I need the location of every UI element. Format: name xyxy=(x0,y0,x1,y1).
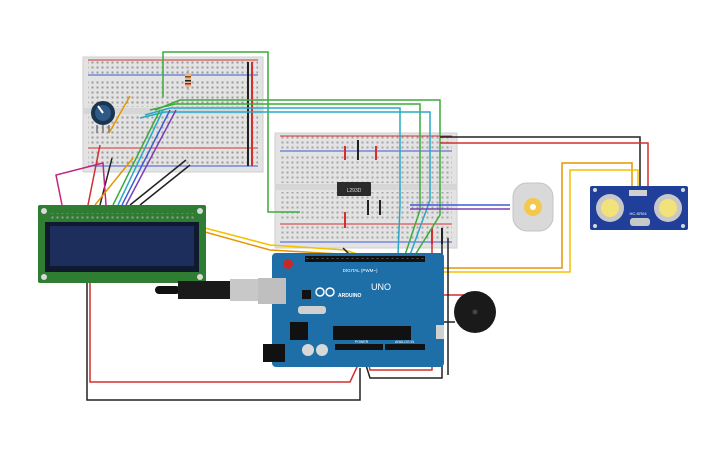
driver-ic-label: L293D xyxy=(347,188,362,194)
potentiometer[interactable] xyxy=(91,101,115,133)
driver-ic[interactable]: L293D xyxy=(337,182,371,196)
sensor-label: HC-SR04 xyxy=(629,211,647,216)
ultrasonic-sensor[interactable]: HC-SR04 xyxy=(590,186,688,230)
lcd-display[interactable] xyxy=(38,205,206,283)
piezo-buzzer[interactable] xyxy=(454,291,496,333)
dc-motor[interactable] xyxy=(512,182,554,232)
power-header-label: POWER xyxy=(355,340,369,344)
usb-cable xyxy=(155,279,260,301)
resistor[interactable] xyxy=(185,70,191,90)
rail-jumpers xyxy=(247,62,443,244)
arduino-model: UNO xyxy=(371,282,391,292)
breadboard-top-left[interactable] xyxy=(82,56,264,173)
arduino-uno[interactable]: DIGITAL (PWM~) ARDUINO UNO POWER ANALOG … xyxy=(258,253,444,367)
arduino-brand: ARDUINO xyxy=(338,293,361,299)
digital-header-label: DIGITAL (PWM~) xyxy=(343,268,378,273)
breadboard-middle[interactable] xyxy=(274,132,458,249)
analog-header-label: ANALOG IN xyxy=(395,340,415,344)
